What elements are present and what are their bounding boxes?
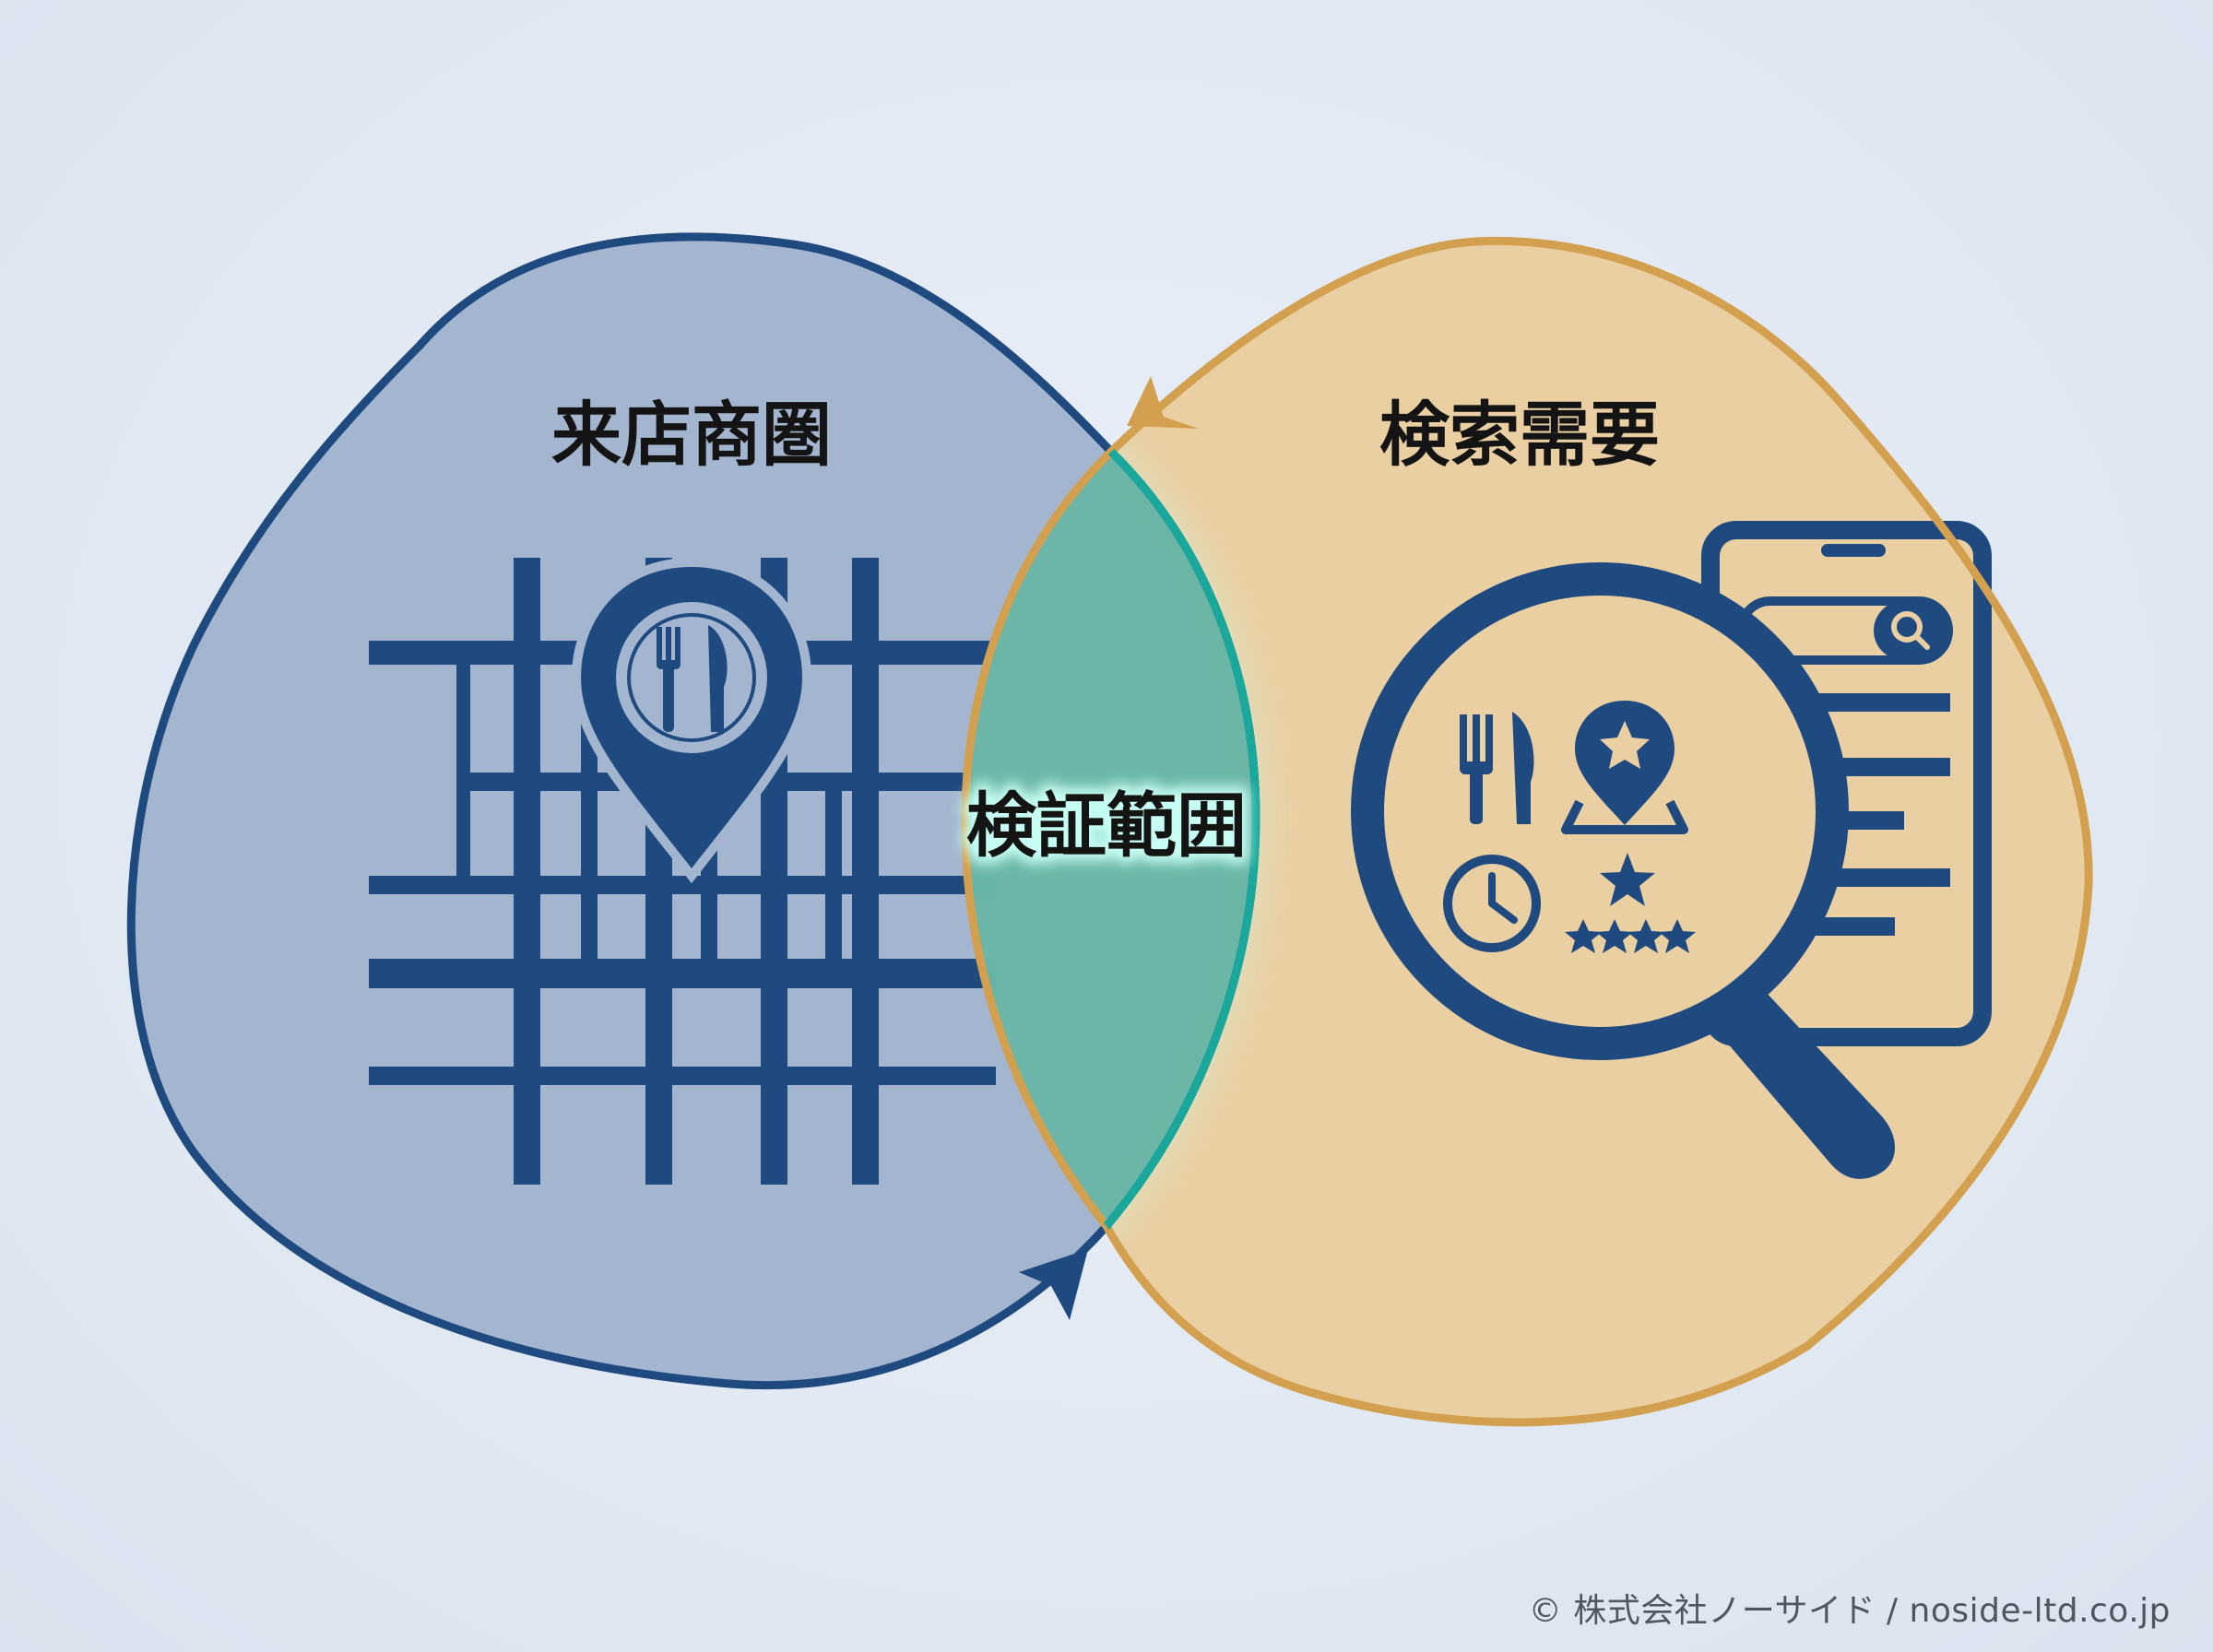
search-bar-icon	[1736, 596, 1953, 665]
magnifying-glass-icon	[1351, 562, 1895, 1179]
left-region-outline	[126, 232, 1260, 1390]
gold-arrowhead-icon	[1127, 376, 1199, 429]
right-region-label: 検索需要	[1379, 394, 1660, 476]
fork-knife-icon	[1460, 712, 1534, 824]
overlap-label-glow: 検証範囲	[966, 785, 1247, 867]
navy-arrowhead-icon	[1019, 1249, 1088, 1320]
left-region-label: 来店商圏	[551, 394, 832, 476]
clock-icon	[1443, 855, 1541, 952]
copyright-footer: © 株式会社ノーサイド / noside-ltd.co.jp	[1528, 1592, 2171, 1630]
map-star-pin-icon	[1561, 701, 1688, 834]
star-rating-icon	[1565, 853, 1696, 953]
restaurant-map-pin-icon	[571, 557, 812, 884]
right-region-outline	[961, 236, 2093, 1427]
overlap-region-label: 検証範囲	[966, 785, 1247, 867]
